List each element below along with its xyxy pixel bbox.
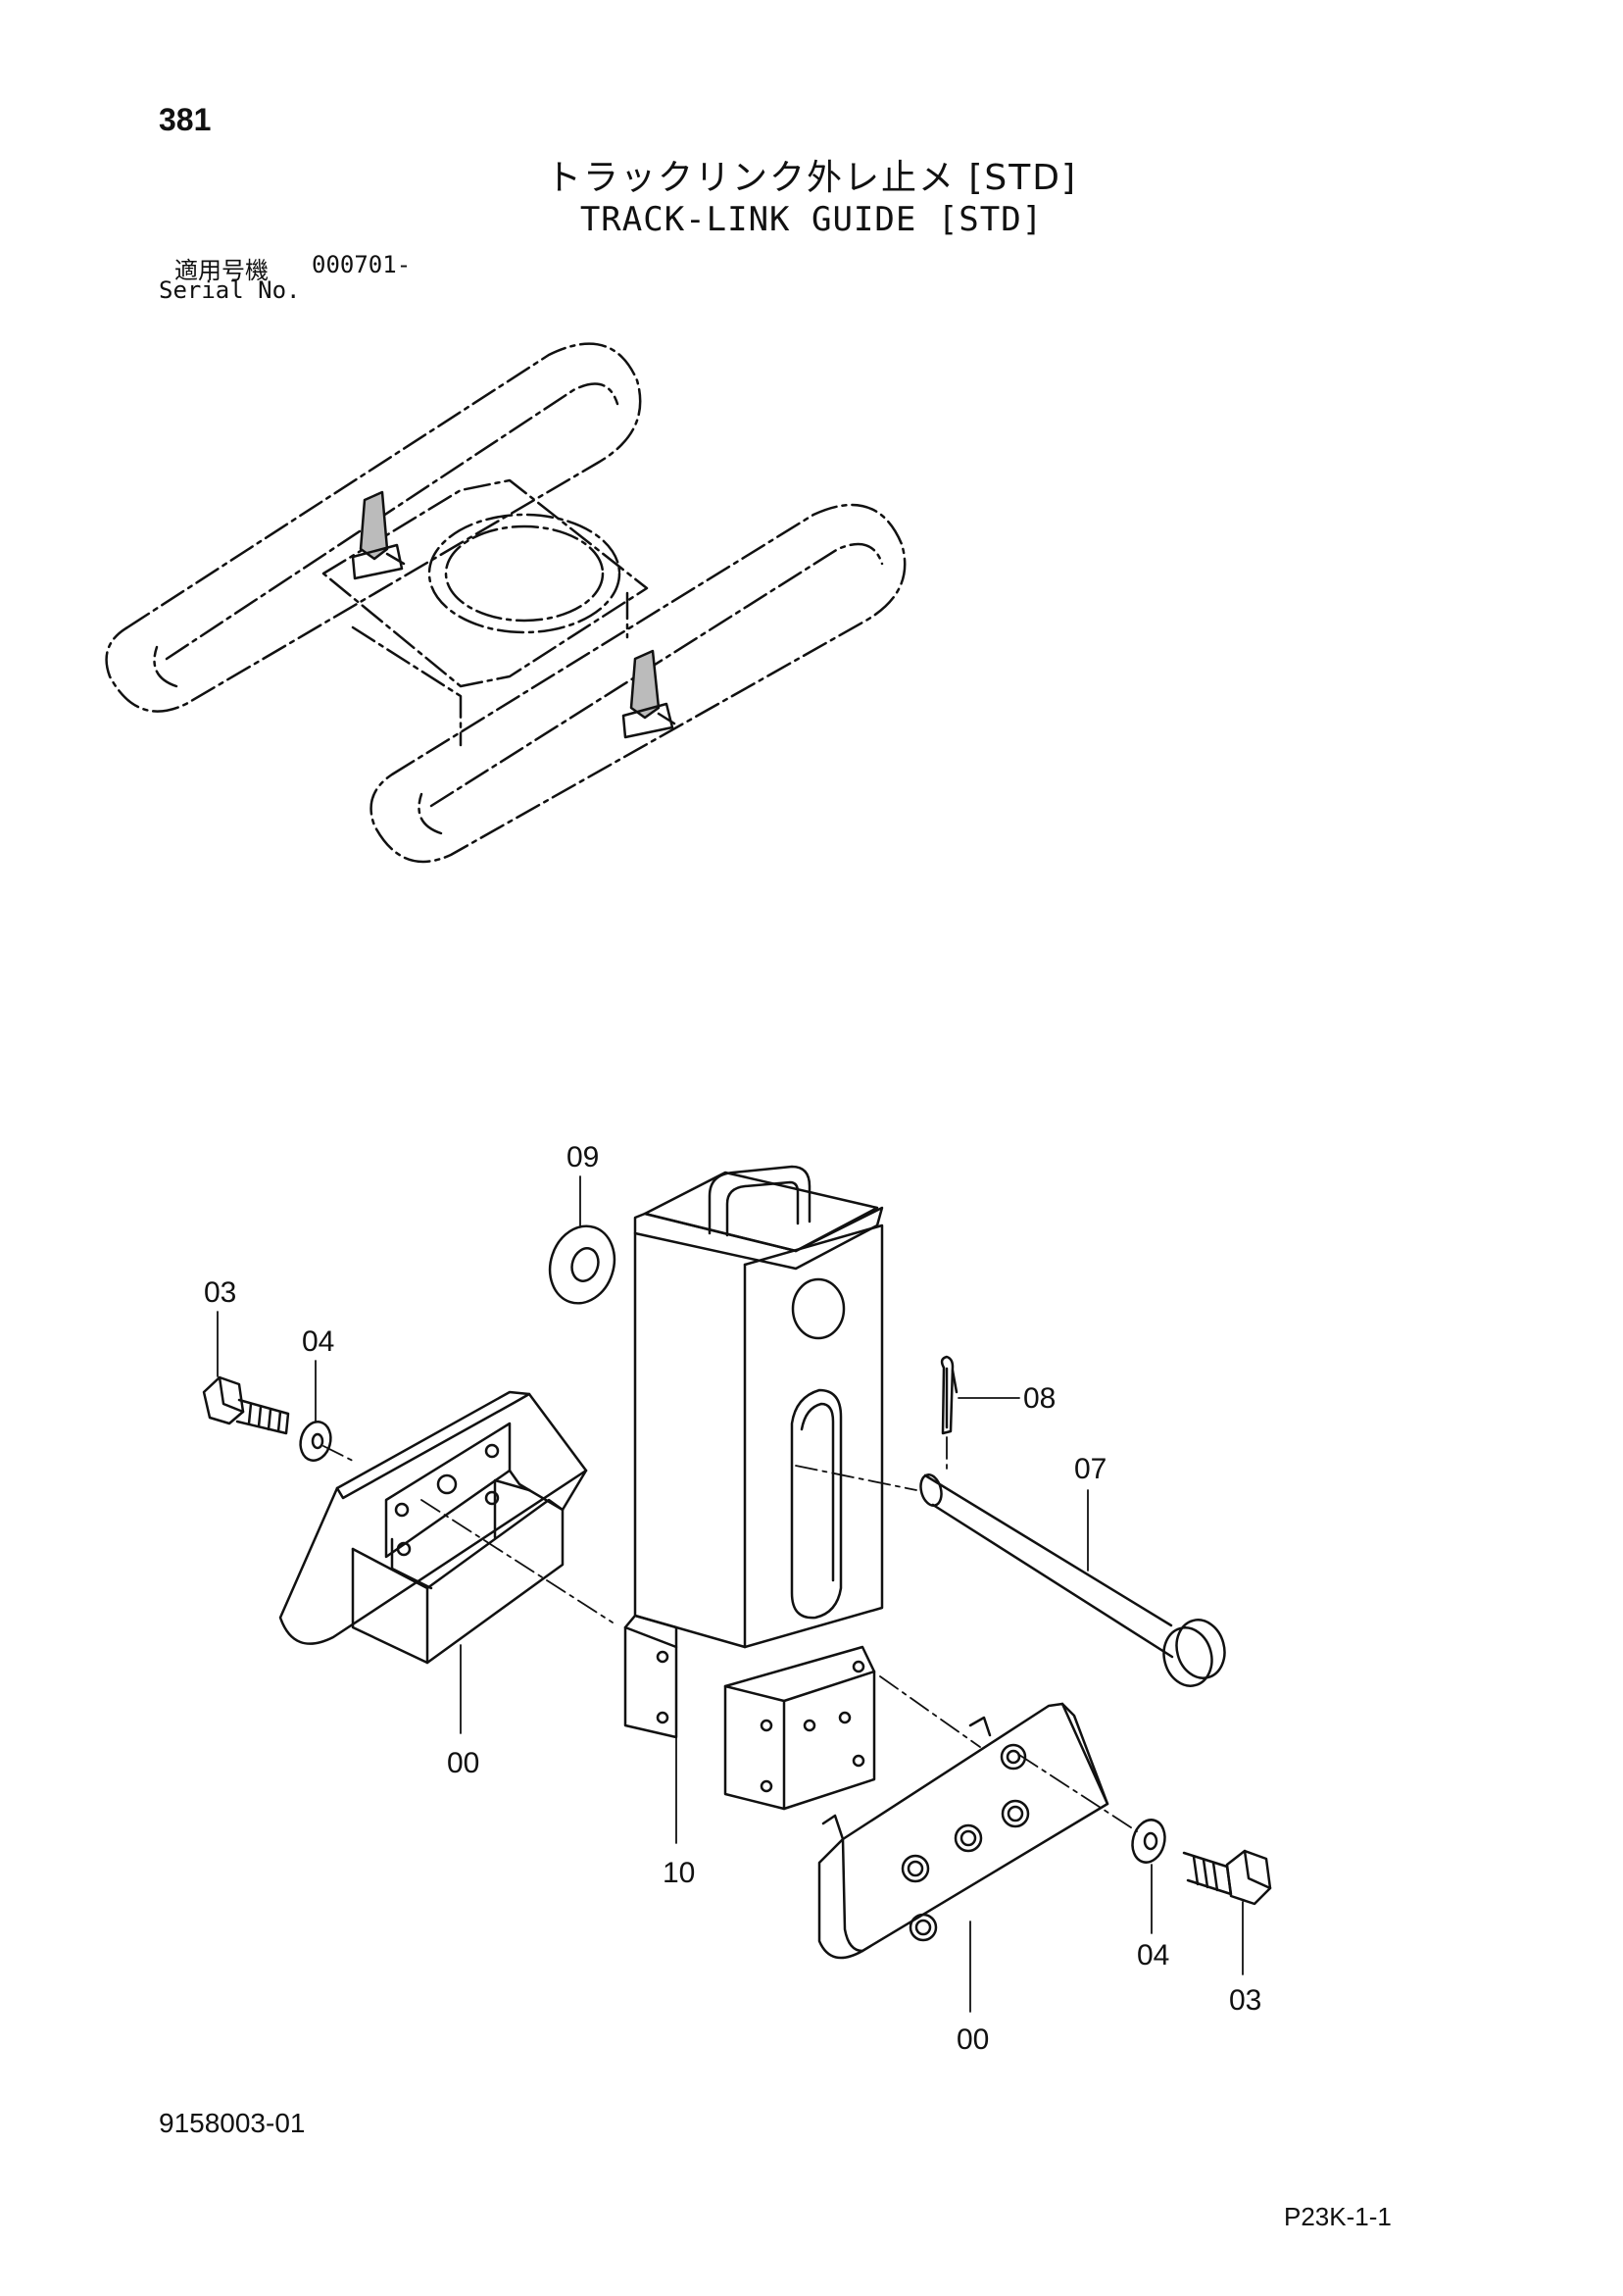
pin-07 — [919, 1473, 1226, 1687]
washer-04-left — [299, 1421, 332, 1462]
callout-00-left: 00 — [447, 1747, 479, 1779]
callout-03-left: 03 — [204, 1276, 236, 1309]
leader-lines — [217, 1175, 1244, 2013]
title-english: TRACK-LINK GUIDE [STD] — [579, 200, 1044, 239]
callout-10: 10 — [663, 1857, 695, 1889]
sheet-reference: P23K-1-1 — [1284, 2202, 1392, 2231]
undercarriage-overview — [105, 342, 907, 864]
center-frame-outline — [321, 478, 649, 747]
serial-value: 000701- — [312, 251, 412, 278]
title-japanese: トラックリンク外レ止メ [STD] — [545, 158, 1078, 198]
track-guide-column — [623, 1165, 884, 1811]
page-number: 381 — [159, 102, 212, 137]
split-pin-08 — [940, 1355, 959, 1435]
callout-03-right: 03 — [1229, 1984, 1261, 2017]
bolt-03-left — [202, 1375, 290, 1435]
washer-04-right — [1131, 1819, 1166, 1864]
washer-09 — [548, 1224, 616, 1305]
guide-on-left-track — [351, 490, 406, 580]
callout-labels: 09 03 04 08 07 00 10 04 03 00 — [204, 1141, 1261, 2056]
guide-plate-right — [817, 1702, 1109, 1960]
bolt-03-right — [1182, 1849, 1272, 1906]
callout-07: 07 — [1074, 1453, 1107, 1485]
callout-04-left: 04 — [302, 1325, 334, 1358]
serial-label-english: Serial No. — [159, 276, 301, 304]
callout-00-right: 00 — [957, 2023, 989, 2056]
callout-08: 08 — [1023, 1382, 1056, 1415]
right-track-outline — [369, 503, 907, 864]
document-code: 9158003-01 — [159, 2108, 306, 2138]
callout-04-right: 04 — [1137, 1939, 1169, 1972]
callout-09: 09 — [566, 1141, 599, 1173]
assembly-centerlines — [322, 1436, 1138, 1832]
guide-on-right-track — [621, 649, 676, 739]
guide-plate-left — [278, 1390, 588, 1665]
left-track-outline — [105, 342, 642, 713]
serial-label-japanese: 適用号機 — [174, 257, 269, 284]
